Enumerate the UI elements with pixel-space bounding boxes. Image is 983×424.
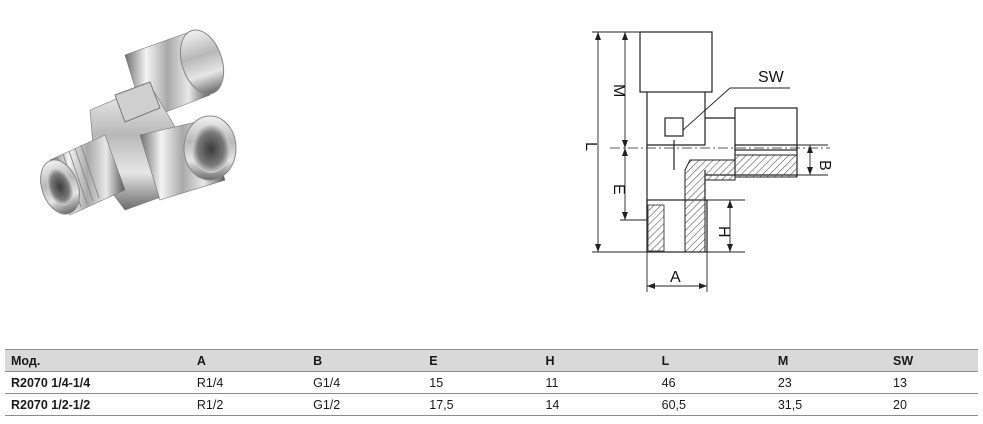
- col-header-a: A: [190, 349, 308, 372]
- cell-sw: 20: [887, 393, 978, 416]
- col-header-h: H: [539, 349, 656, 372]
- l-label: L: [582, 142, 599, 151]
- cell-h: 11: [539, 371, 656, 394]
- cell-model: R2070 1/2-1/2: [5, 393, 191, 416]
- cell-l: 60,5: [655, 393, 772, 416]
- cell-m: 31,5: [771, 393, 888, 416]
- col-header-e: E: [423, 349, 540, 372]
- cell-e: 15: [423, 371, 540, 394]
- cell-m: 23: [771, 371, 888, 394]
- cell-a: R1/4: [190, 371, 308, 394]
- h-label: H: [715, 226, 732, 238]
- cell-model: R2070 1/4-1/4: [5, 371, 191, 394]
- cell-l: 46: [655, 371, 772, 394]
- col-header-model: Мод.: [5, 349, 191, 372]
- sw-label: SW: [758, 69, 785, 86]
- cell-b: G1/2: [307, 393, 424, 416]
- col-header-sw: SW: [887, 349, 978, 372]
- table-row: R2070 1/2-1/2 R1/2 G1/2 17,5 14 60,5 31,…: [5, 393, 978, 416]
- spec-table: Мод. A B E H L M SW R2070 1/4-1/4 R1/4 G…: [5, 349, 978, 416]
- cell-e: 17,5: [423, 393, 540, 416]
- technical-drawing: SW M L E B H A: [582, 31, 833, 292]
- col-header-m: M: [771, 349, 888, 372]
- tee-fitting-photo: [40, 29, 237, 216]
- e-label: E: [610, 184, 627, 195]
- col-header-l: L: [655, 349, 772, 372]
- table-row: R2070 1/4-1/4 R1/4 G1/4 15 11 46 23 13: [5, 371, 978, 394]
- m-label: M: [610, 84, 627, 97]
- cell-sw: 13: [887, 371, 978, 394]
- cell-a: R1/2: [190, 393, 308, 416]
- b-label: B: [816, 160, 833, 171]
- cell-h: 14: [539, 393, 656, 416]
- cell-b: G1/4: [307, 371, 424, 394]
- col-header-b: B: [307, 349, 424, 372]
- a-label: A: [670, 269, 681, 286]
- table-header-row: Мод. A B E H L M SW: [5, 349, 978, 372]
